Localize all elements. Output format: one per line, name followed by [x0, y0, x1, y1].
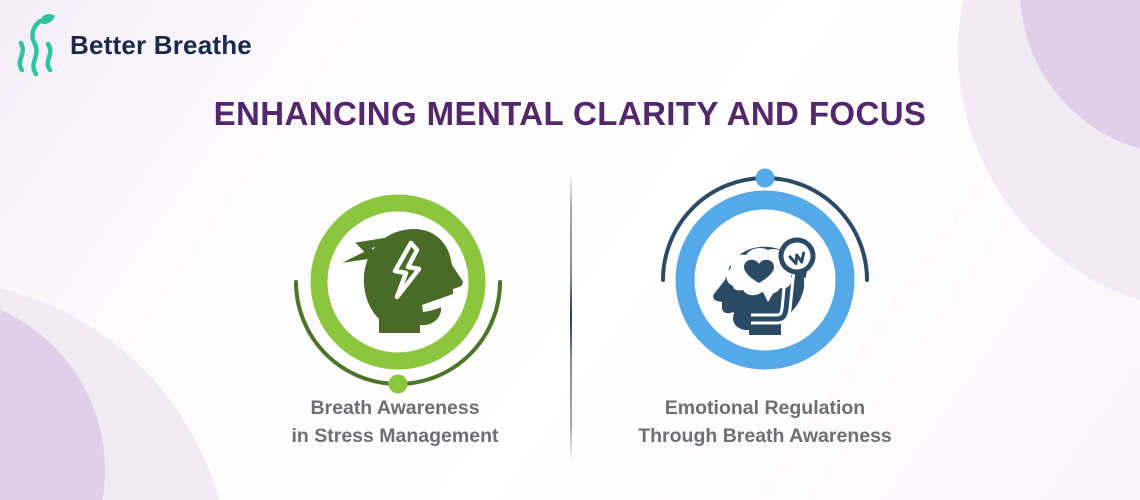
section-divider	[570, 172, 572, 462]
heart-icon	[744, 259, 774, 283]
stress-management-figure	[283, 177, 513, 412]
brand-logo: Better Breathe	[14, 12, 252, 78]
caption-line: Through Breath Awareness	[638, 425, 892, 447]
mouth-gap	[422, 294, 453, 312]
caption-line: Emotional Regulation	[664, 397, 866, 419]
orbit-dot	[755, 168, 775, 188]
page-title: ENHANCING MENTAL CLARITY AND FOCUS	[213, 95, 927, 132]
breath-waves-icon	[17, 14, 55, 77]
head-brain-heart-bulb-icon	[661, 168, 869, 370]
caption-line: in Stress Management	[291, 425, 499, 447]
brain-bubble-tail	[762, 287, 777, 302]
orbit-dot	[388, 374, 408, 394]
emotional-regulation-caption: Emotional Regulation Through Breath Awar…	[595, 394, 935, 450]
stress-management-caption: Breath Awareness in Stress Management	[245, 394, 545, 450]
inner-lightning-bolt	[392, 240, 422, 300]
stressed-head-lightning-icon	[294, 194, 502, 394]
brand-name: Better Breathe	[70, 29, 252, 60]
lightbulb-icon	[778, 237, 816, 279]
caption-line: Breath Awareness	[310, 397, 480, 419]
emotional-regulation-figure	[650, 168, 880, 403]
